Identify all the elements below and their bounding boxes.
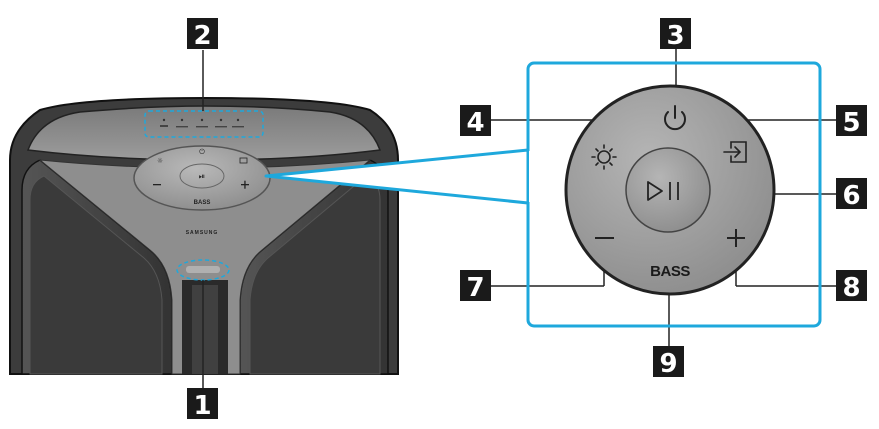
callout-6: 6 (836, 178, 867, 211)
svg-text:5: 5 (842, 108, 860, 138)
enlarged-control-panel: BASS (564, 84, 776, 296)
speaker-center-column-highlight (192, 285, 218, 374)
svg-text:9: 9 (659, 349, 677, 379)
svg-text:7: 7 (466, 273, 484, 303)
bass-label[interactable]: BASS (650, 263, 691, 280)
callout-8: 8 (836, 270, 867, 303)
svg-text:⏻: ⏻ (199, 148, 205, 156)
power-icon[interactable] (664, 105, 686, 131)
callout-5: 5 (836, 105, 867, 138)
plus-icon[interactable] (727, 229, 745, 247)
play-pause-icon[interactable] (647, 181, 679, 201)
svg-text:6: 6 (842, 181, 860, 211)
callout-1: 1 (187, 388, 218, 421)
small-bass-label: BASS (194, 200, 211, 206)
input-source-icon[interactable] (723, 141, 747, 163)
small-control-panel (133, 145, 271, 211)
play-pause-ring[interactable] (625, 147, 711, 233)
svg-text:8: 8 (842, 273, 860, 303)
svg-text:4: 4 (466, 108, 484, 138)
callout-4: 4 (460, 105, 491, 138)
svg-text:1: 1 (193, 391, 211, 421)
sun-icon[interactable] (591, 144, 617, 170)
callout-7: 7 (460, 270, 491, 303)
zoom-indicator (264, 61, 822, 328)
status-led (186, 266, 220, 273)
callout-2: 2 (187, 18, 218, 51)
callout-3: 3 (660, 18, 691, 51)
svg-text:2: 2 (193, 21, 211, 51)
indicator-dots (162, 118, 240, 122)
svg-text:⏯: ⏯ (199, 172, 205, 181)
speaker-illustration: ⏻ ☼ ⏯ BASS SAMSUNG (9, 96, 399, 375)
indicator-marks (160, 125, 244, 128)
speaker-left-panel-inner (29, 175, 163, 375)
brand-logo: SAMSUNG (186, 230, 219, 236)
callout-9: 9 (653, 346, 684, 379)
small-play-pause-ring (179, 163, 225, 189)
svg-text:☼: ☼ (157, 157, 163, 165)
svg-text:3: 3 (666, 21, 684, 51)
callout-badges: 1 2 3 4 5 6 7 8 (187, 18, 867, 421)
zoom-frame (526, 61, 822, 328)
small-control-icons: ⏻ ☼ ⏯ (153, 148, 249, 189)
